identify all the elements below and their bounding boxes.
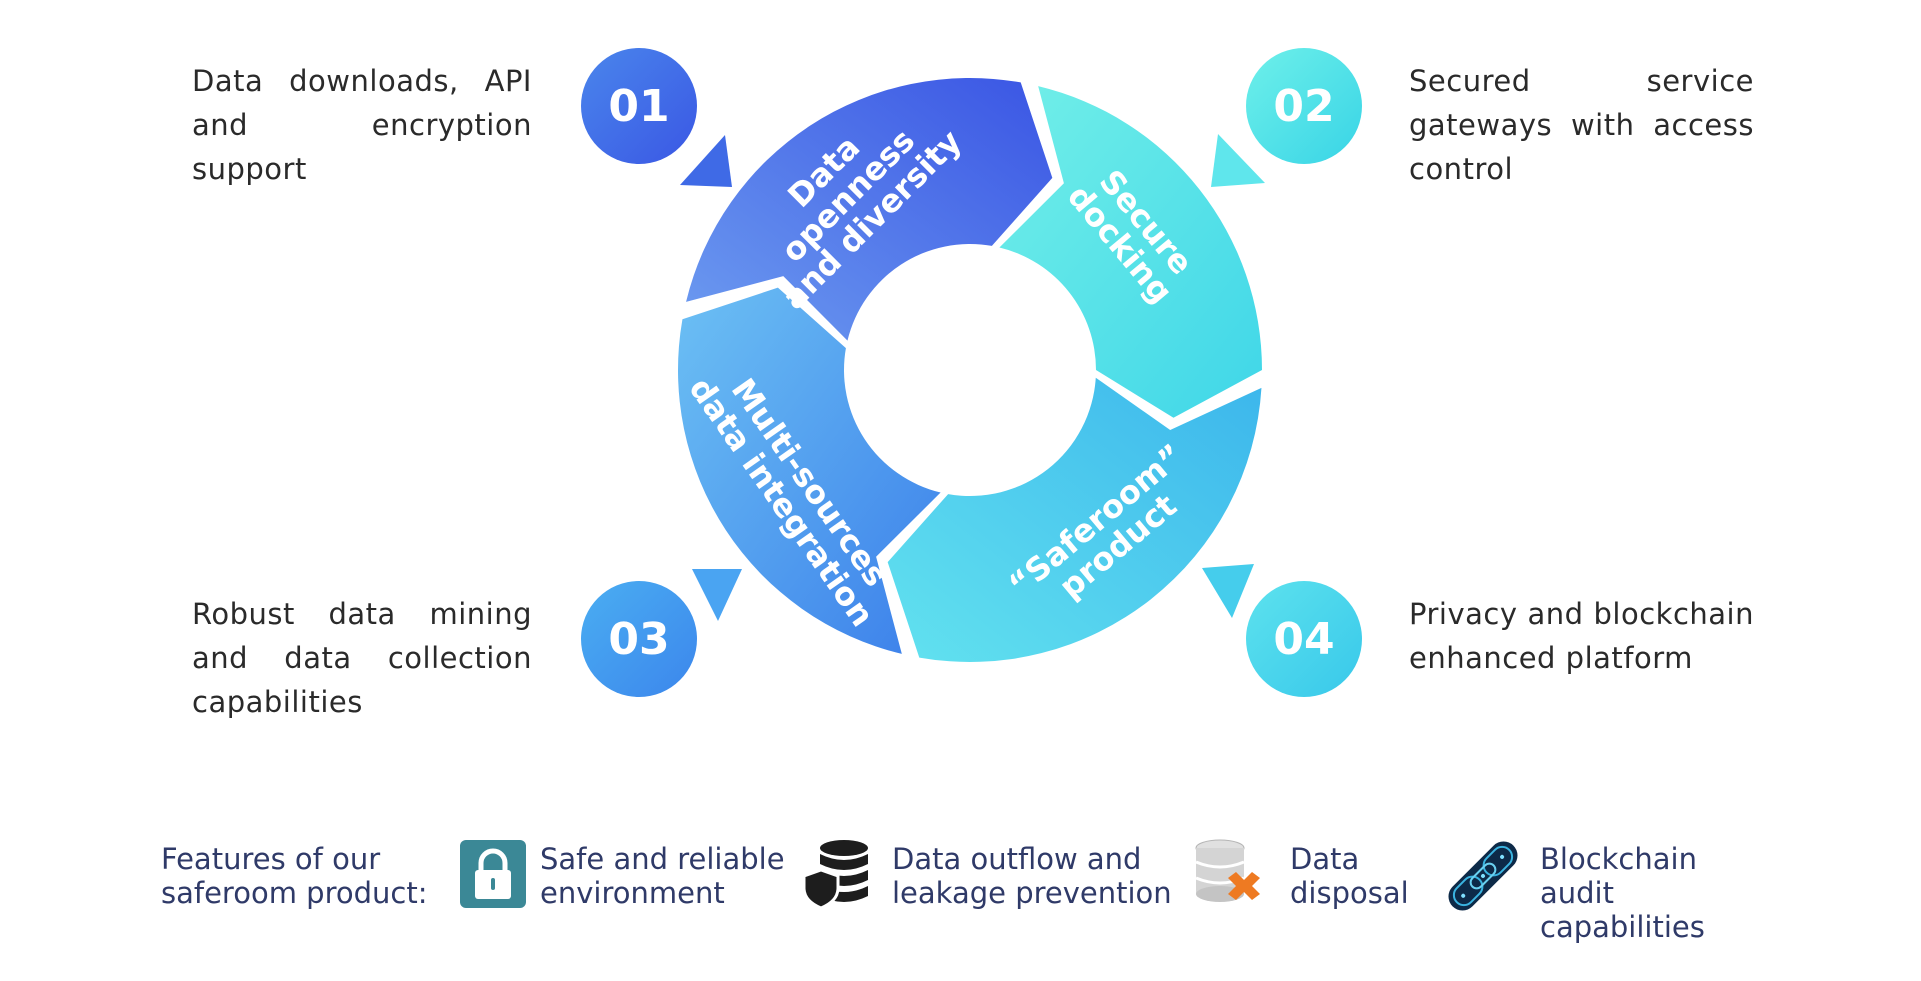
padlock-icon bbox=[460, 840, 526, 908]
step-04-description: Privacy and blockchain enhanced platform bbox=[1409, 597, 1754, 675]
segment-data-openness bbox=[686, 78, 1053, 341]
step-03-number-badge: 03 bbox=[581, 581, 697, 697]
feature-data-disposal-label: Data disposal bbox=[1290, 842, 1409, 910]
step-02-pointer bbox=[1211, 134, 1265, 187]
step-03-pointer bbox=[692, 569, 742, 621]
step-04-pointer bbox=[1202, 564, 1254, 618]
segment-secure-docking bbox=[999, 86, 1262, 418]
step-01-description: Data downloads, API and encryption suppo… bbox=[192, 64, 532, 186]
blockchain-link-icon bbox=[1448, 841, 1518, 911]
step-03-description: Robust data mining and data collection c… bbox=[192, 597, 532, 719]
database-shield-icon bbox=[802, 840, 868, 910]
step-02-number-badge: 02 bbox=[1246, 48, 1362, 164]
segment-saferoom-product bbox=[887, 377, 1262, 662]
step-02-description: Secured service gateways with access con… bbox=[1409, 64, 1754, 186]
step-04-number-badge: 04 bbox=[1246, 581, 1362, 697]
feature-blockchain-audit-label: Blockchain audit capabilities bbox=[1540, 842, 1705, 944]
features-heading: Features of our saferoom product: bbox=[161, 842, 428, 910]
segment-multi-sources bbox=[677, 287, 941, 654]
feature-leakage-prevention-label: Data outflow and leakage prevention bbox=[892, 842, 1172, 910]
feature-safe-environment-label: Safe and reliable environment bbox=[540, 842, 785, 910]
database-delete-icon bbox=[1195, 839, 1260, 902]
step-01-pointer bbox=[680, 135, 732, 187]
step-01-number-badge: 01 bbox=[581, 48, 697, 164]
